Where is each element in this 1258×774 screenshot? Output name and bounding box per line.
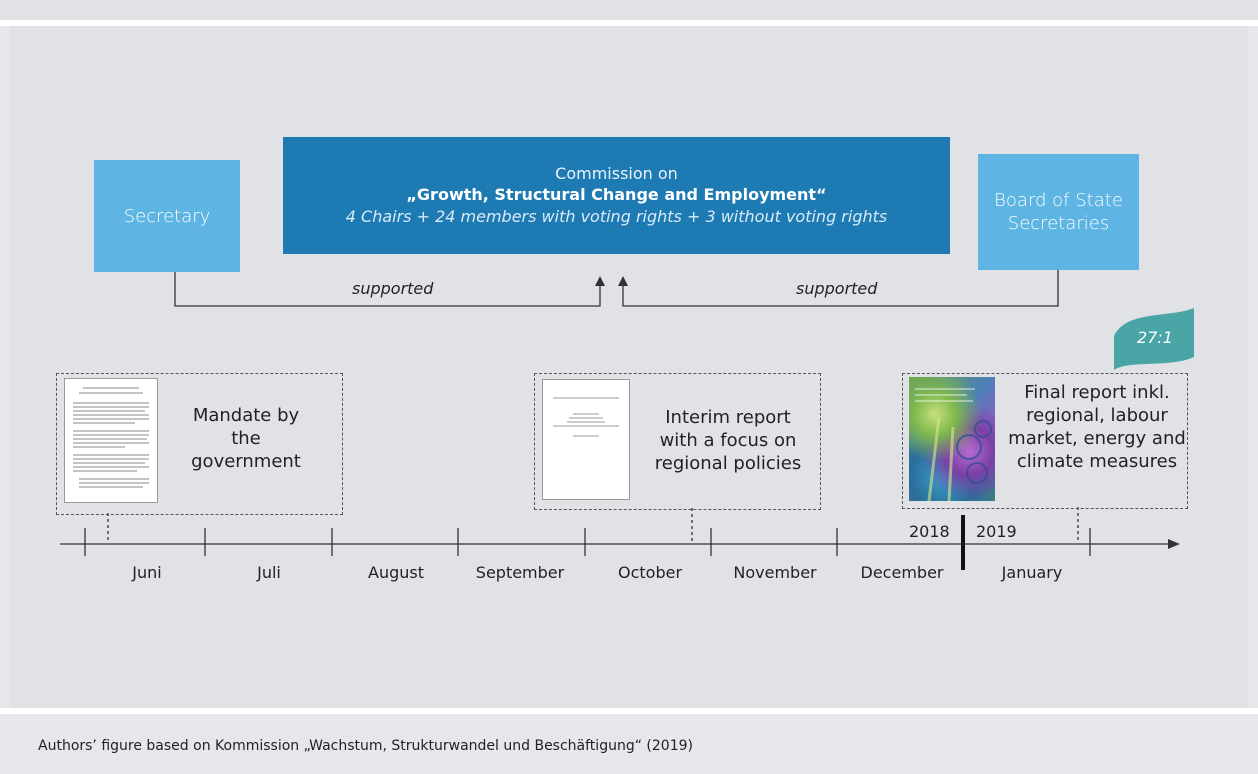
document-lines-icon	[73, 387, 149, 488]
year-divider	[961, 515, 965, 570]
commission-line1: Commission on	[555, 164, 678, 183]
month-label: Juli	[257, 563, 281, 582]
secretary-box: Secretary	[94, 160, 240, 272]
month-label: August	[368, 563, 424, 582]
interim-text: Interim report with a focus on regional …	[654, 407, 802, 474]
timeline-arrow	[1168, 539, 1180, 549]
month-label: Juni	[132, 563, 162, 582]
year-label-2019: 2019	[976, 522, 1017, 541]
month-label: October	[617, 563, 683, 582]
mandate-text: Mandate by the government	[191, 405, 301, 472]
mandate-document-thumbnail	[64, 378, 158, 503]
source-caption: Authors’ figure based on Kommission „Wac…	[38, 738, 693, 754]
separator	[0, 20, 1258, 26]
connector-right	[622, 270, 1059, 307]
board-label: Board of State Secretaries	[994, 190, 1123, 234]
footer-band	[0, 714, 1258, 774]
commission-members: 4 Chairs + 24 members with voting rights…	[345, 207, 888, 226]
interim-document-thumbnail	[542, 379, 630, 500]
supported-label-right: supported	[796, 279, 878, 298]
arrow-up-right	[618, 276, 628, 286]
supported-label-left: supported	[352, 279, 434, 298]
document-lines-icon	[553, 397, 619, 437]
interim-milestone	[534, 373, 821, 510]
month-label: January	[1001, 563, 1063, 582]
commission-title: „Growth, Structural Change and Employmen…	[406, 185, 827, 204]
ratio-flag-label: 27:1	[1137, 328, 1173, 347]
board-box: Board of State Secretaries	[978, 154, 1139, 270]
final-text: Final report inkl. regional, labour mark…	[1008, 382, 1186, 472]
month-label: September	[475, 563, 565, 582]
flag-shape	[1114, 308, 1194, 370]
cover-art-icon	[915, 388, 992, 501]
month-label: December	[860, 563, 944, 582]
final-report-cover-image	[909, 377, 995, 501]
month-label: November	[733, 563, 817, 582]
mandate-milestone	[56, 373, 343, 515]
arrow-up-left	[595, 276, 605, 286]
commission-box: Commission on „Growth, Structural Change…	[283, 137, 950, 254]
secretary-label: Secretary	[123, 205, 211, 227]
final-milestone	[902, 373, 1188, 509]
separator	[0, 708, 1258, 714]
year-label-2018: 2018	[909, 522, 950, 541]
connector-left	[174, 272, 601, 307]
top-band	[0, 0, 1258, 20]
